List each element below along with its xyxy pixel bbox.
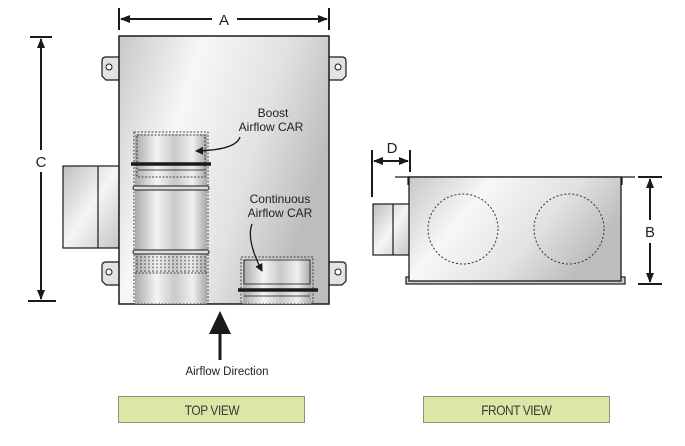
dimension-d bbox=[371, 150, 411, 197]
mounting-tab bbox=[329, 261, 347, 286]
airflow-direction-label: Airflow Direction bbox=[185, 366, 268, 378]
mounting-tab bbox=[101, 56, 119, 81]
dimension-a-label: A bbox=[219, 12, 229, 29]
dimension-d-label: D bbox=[387, 140, 398, 157]
continuous-airflow-car bbox=[238, 256, 318, 305]
boost-callout-line1: Boost bbox=[258, 106, 289, 120]
dimension-c bbox=[28, 36, 56, 302]
boost-callout-line2: Airflow CAR bbox=[239, 120, 304, 134]
hidden-outlet-left bbox=[427, 193, 499, 265]
top-view-label: TOP VIEW bbox=[118, 396, 305, 423]
front-view-label: FRONT VIEW bbox=[423, 396, 610, 423]
mounting-tab bbox=[329, 56, 347, 81]
boost-callout-arrow bbox=[195, 136, 241, 155]
unit-body-front bbox=[408, 176, 622, 282]
top-view-label-text: TOP VIEW bbox=[184, 401, 239, 418]
dimension-a bbox=[118, 8, 330, 30]
continuous-callout-line1: Continuous bbox=[250, 192, 311, 206]
dimension-c-label: C bbox=[36, 154, 47, 171]
front-view-label-text: FRONT VIEW bbox=[481, 401, 552, 418]
top-view: Boost Airflow CAR Continuous Airflow CAR… bbox=[28, 8, 347, 378]
front-side-collar bbox=[372, 203, 411, 256]
dimension-b-label: B bbox=[645, 224, 655, 241]
mounting-tab bbox=[101, 261, 119, 286]
dimension-b bbox=[638, 176, 662, 285]
hidden-outlet-right bbox=[533, 193, 605, 265]
side-inlet-collar bbox=[62, 165, 120, 249]
boost-airflow-car bbox=[131, 131, 211, 305]
front-view bbox=[371, 150, 662, 285]
continuous-callout-arrow bbox=[249, 223, 263, 272]
continuous-callout-line2: Airflow CAR bbox=[248, 206, 313, 220]
airflow-direction-arrow bbox=[209, 311, 231, 360]
